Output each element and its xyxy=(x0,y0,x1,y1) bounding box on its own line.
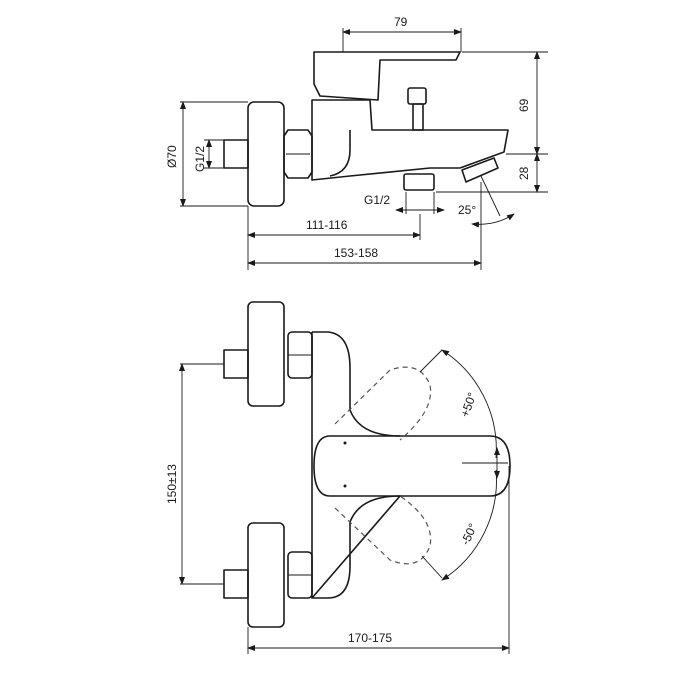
side-view: 79 69 28 Ø70 G1/2 G1/2 25° 111-116 xyxy=(165,15,548,270)
dim-inlet-thread: G1/2 xyxy=(193,146,207,172)
lever-handle xyxy=(313,51,461,101)
diverter-stem xyxy=(412,103,424,131)
spout-tip xyxy=(461,157,499,183)
front-lever xyxy=(313,435,511,497)
dim-lever-up: +50° xyxy=(458,390,480,419)
diverter-knob xyxy=(407,87,427,105)
dim-projection-short: 111-116 xyxy=(306,218,348,232)
front-view: +50° -50° 150±13 170-175 xyxy=(165,301,511,654)
dim-center-distance: 150±13 xyxy=(165,464,179,504)
dim-projection-long: 153-158 xyxy=(334,246,378,260)
hex-nut xyxy=(283,129,313,179)
dim-79: 79 xyxy=(394,15,408,29)
dim-69: 69 xyxy=(517,98,531,112)
lower-inlet-stub xyxy=(223,569,249,599)
wall-flange xyxy=(247,101,285,207)
dim-28: 28 xyxy=(517,166,531,180)
dim-outlet-thread: G1/2 xyxy=(364,193,390,207)
dim-lever-down: -50° xyxy=(458,521,480,547)
lever-up-position xyxy=(334,366,432,441)
lever-down-position xyxy=(334,495,432,565)
upper-flange xyxy=(247,301,285,407)
lower-flange xyxy=(247,522,285,628)
dim-diameter: Ø70 xyxy=(165,145,179,168)
mixer-body xyxy=(311,99,509,181)
shower-outlet xyxy=(403,173,435,191)
dim-total-width: 170-175 xyxy=(348,631,392,645)
front-body xyxy=(311,331,401,599)
upper-inlet-stub xyxy=(223,349,249,379)
dim-spout-angle: 25° xyxy=(458,203,476,217)
inlet-stub xyxy=(223,139,249,169)
